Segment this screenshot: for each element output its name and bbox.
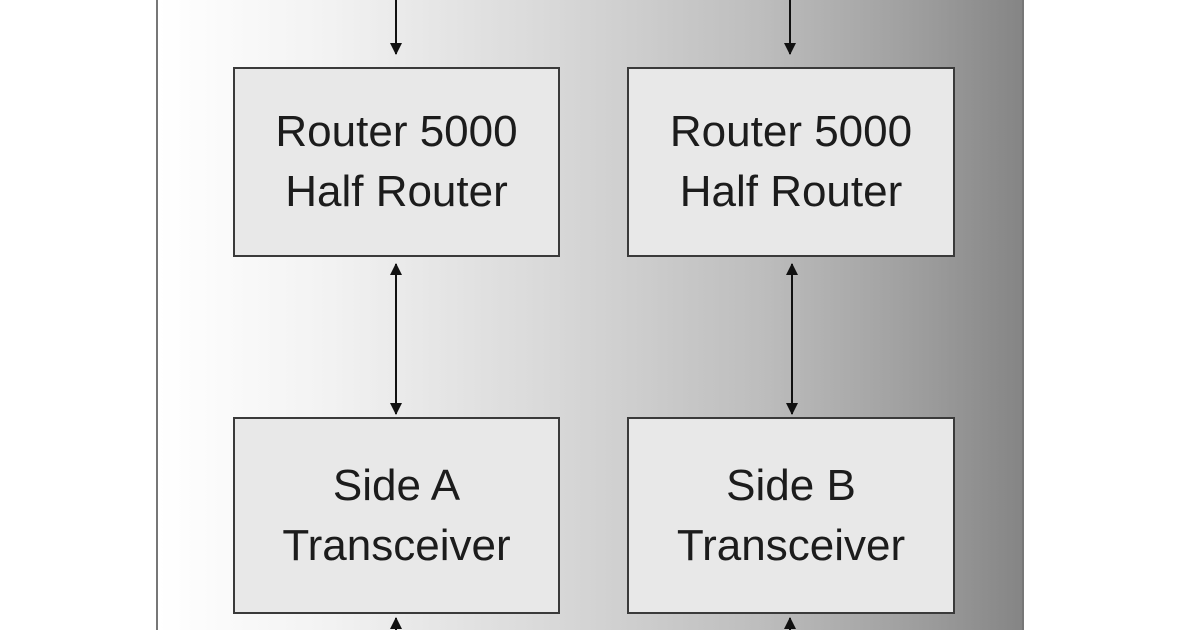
side-a-line-1: Side A <box>332 460 461 510</box>
router-b-line-2: Half Router <box>679 167 903 216</box>
side-b-line-2: Transceiver <box>676 520 906 570</box>
router-a-line-1: Router 5000 <box>275 107 518 156</box>
router-a-box: Router 5000 Half Router <box>233 67 560 257</box>
router-a-line-2: Half Router <box>285 167 508 216</box>
side-a-line-2: Transceiver <box>282 520 511 570</box>
side-b-box: Side B Transceiver <box>627 417 955 614</box>
router-b-box: Router 5000 Half Router <box>627 67 955 257</box>
side-b-line-1: Side B <box>726 460 856 510</box>
router-b-line-1: Router 5000 <box>669 107 913 156</box>
side-a-box: Side A Transceiver <box>233 417 560 614</box>
